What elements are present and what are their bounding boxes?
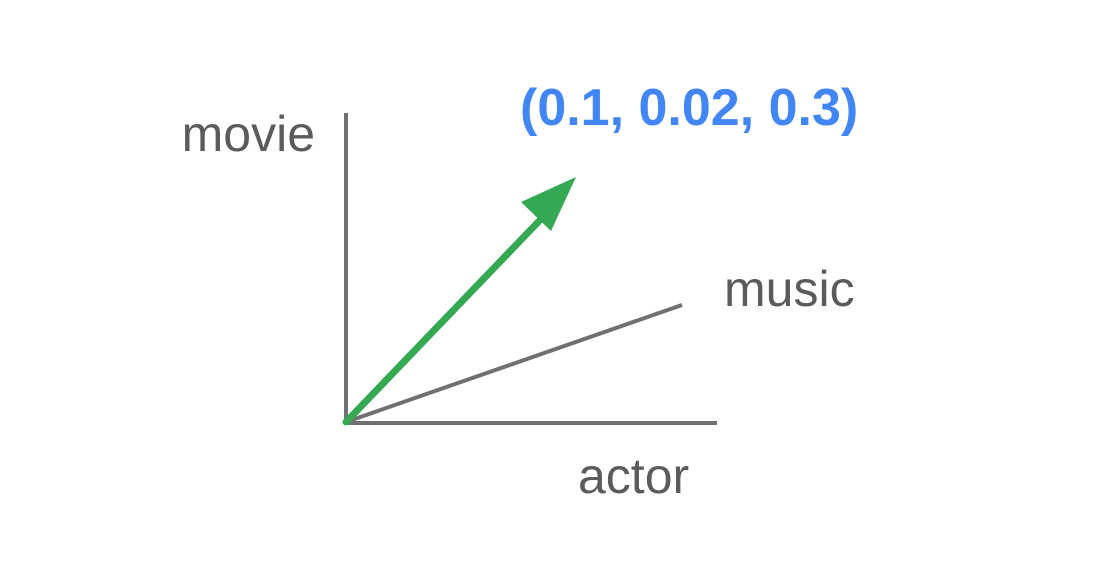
music-axis-label: music <box>724 261 855 317</box>
vector-arrow-shaft <box>342 214 546 426</box>
vector-label: (0.1, 0.02, 0.3) <box>520 79 858 137</box>
vector-arrow-head <box>521 177 576 231</box>
movie-axis-label: movie <box>182 106 315 162</box>
music-axis <box>345 303 683 424</box>
actor-axis-label: actor <box>578 448 689 504</box>
